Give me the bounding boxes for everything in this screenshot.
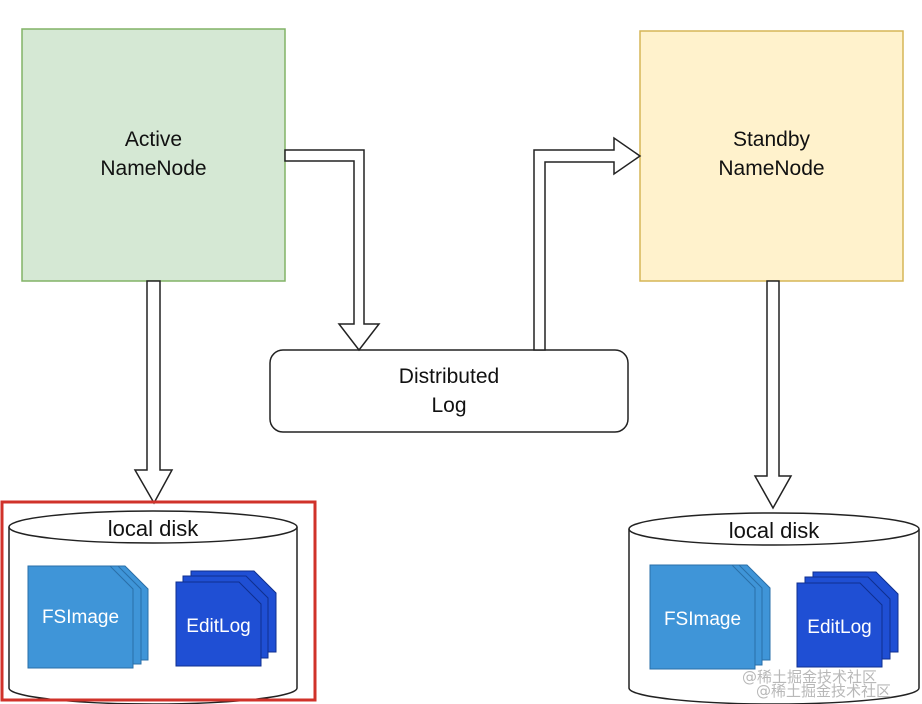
right-disk-label: local disk — [728, 518, 820, 543]
right-editlog-label: EditLog — [807, 617, 872, 638]
arrow-standby-to-disk — [753, 280, 793, 510]
left-fsimage-icon — [27, 565, 149, 669]
left-disk-label: local disk — [107, 516, 199, 541]
right-editlog-icon — [796, 571, 899, 668]
arrow-active-to-disk — [133, 280, 174, 505]
active-namenode-line1: Active — [124, 128, 183, 151]
watermark: @稀土掘金技术社区 — [742, 668, 878, 686]
active-namenode-box — [21, 28, 286, 282]
highlight-frame — [0, 500, 317, 702]
left-fsimage-label: FSImage — [41, 607, 120, 628]
active-namenode-line2: NameNode — [100, 157, 207, 180]
left-editlog-icon — [175, 570, 277, 667]
left-editlog-label: EditLog — [186, 616, 251, 637]
right-fsimage-icon — [649, 564, 771, 670]
distributed-log-line2: Log — [431, 394, 467, 417]
distributed-log-line1: Distributed — [398, 365, 500, 388]
arrow-active-to-log — [284, 149, 381, 352]
standby-namenode-line1: Standby — [732, 128, 811, 151]
arrow-log-to-standby — [533, 136, 642, 351]
distributed-log-label: Distributed Log — [270, 362, 628, 420]
standby-namenode-box — [639, 30, 904, 282]
distributed-log-box — [269, 349, 629, 433]
standby-namenode-line2: NameNode — [718, 157, 825, 180]
watermark-shadow: @稀土掘金技术社区 — [756, 682, 892, 700]
active-namenode-label: Active NameNode — [22, 125, 285, 183]
right-fsimage-label: FSImage — [663, 609, 742, 630]
standby-namenode-label: Standby NameNode — [640, 125, 903, 183]
